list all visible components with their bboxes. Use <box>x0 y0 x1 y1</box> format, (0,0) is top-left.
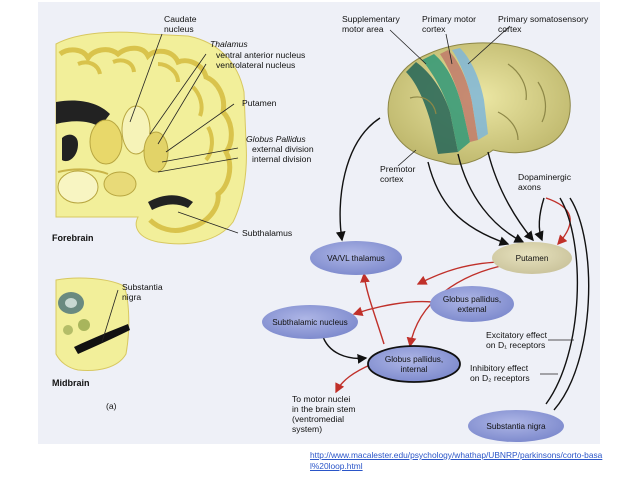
forebrain-section <box>55 31 247 245</box>
node-gp-internal: Globus pallidus, internal <box>367 345 461 383</box>
node-substantia-nigra: Substantia nigra <box>468 410 564 442</box>
forebrain-label: Forebrain <box>52 233 94 243</box>
putamen-label: Putamen <box>242 98 277 108</box>
dopaminergic-label-2: axons <box>518 182 541 192</box>
arrow-premotor-to-putamen <box>427 161 510 246</box>
node-subthalamic-label: Subthalamic nucleus <box>272 318 348 327</box>
arrow-dopaminergic-inhibitory <box>545 197 571 246</box>
node-substantia-nigra-label: Substantia nigra <box>486 422 546 431</box>
thalamus-line-2: ventrolateral nucleus <box>216 60 295 70</box>
basal-ganglia-diagram: Caudate nucleus Thalamus ventral anterio… <box>52 14 590 442</box>
substantia-label-2: nigra <box>122 292 141 302</box>
globus-line-2: internal division <box>252 154 311 164</box>
premotor-label-2: cortex <box>380 174 404 184</box>
excitatory-legend-2: on D₁ receptors <box>486 340 545 350</box>
arrow-gpi-to-brainstem <box>335 363 373 394</box>
legend-leader-lines <box>540 339 574 375</box>
globus-line-1: external division <box>252 144 314 154</box>
cortex-brain <box>387 42 571 165</box>
motor-nuclei-line-2: in the brain stem <box>292 404 356 414</box>
thalamus-title: Thalamus <box>210 39 248 49</box>
node-gp-internal-label-2: internal <box>401 365 428 374</box>
dopaminergic-label-1: Dopaminergic <box>518 172 572 182</box>
arrow-gpi-to-thalamus <box>360 272 385 345</box>
motor-nuclei-line-1: To motor nuclei <box>292 394 350 404</box>
inhibitory-legend-1: Inhibitory effect <box>470 363 529 373</box>
motor-nuclei-line-4: system) <box>292 424 322 434</box>
node-gp-external: Globus pallidus, external <box>430 286 514 322</box>
arrow-nigra-loop-inner <box>545 197 579 405</box>
arrow-cortex-to-thalamus <box>335 117 381 242</box>
caudate-label-2: nucleus <box>164 24 194 34</box>
primary-motor-label-1: Primary motor <box>422 14 476 24</box>
arrow-motor-to-putamen <box>457 153 525 243</box>
globus-title: Globus Pallidus <box>246 134 306 144</box>
arrow-subthalamic-to-gpi <box>321 333 368 364</box>
inhibitory-legend-2: on D₂ receptors <box>470 373 530 383</box>
node-va-vl-thalamus: VA/VL thalamus <box>310 241 402 275</box>
leader-lines-right <box>389 25 511 167</box>
supplementary-label-1: Supplementary <box>342 14 401 24</box>
source-link[interactable]: http://www.macalester.edu/psychology/wha… <box>310 450 603 471</box>
node-gp-external-label-2: external <box>457 305 486 314</box>
midbrain-section <box>55 277 130 371</box>
motor-nuclei-line-3: (ventromedial <box>292 414 344 424</box>
arrow-gpe-to-subthalamic <box>352 300 433 316</box>
substantia-label-1: Substantia <box>122 282 163 292</box>
primary-motor-label-2: cortex <box>422 24 446 34</box>
somatosensory-label-2: cortex <box>498 24 522 34</box>
node-putamen-label: Putamen <box>516 254 549 263</box>
arrow-dopaminergic-excitatory <box>534 197 545 242</box>
figure-panel: Caudate nucleus Thalamus ventral anterio… <box>38 2 600 444</box>
excitatory-legend-1: Excitatory effect <box>486 330 548 340</box>
panel-a-label: (a) <box>106 401 117 411</box>
midbrain-label: Midbrain <box>52 378 90 388</box>
node-va-vl-thalamus-label: VA/VL thalamus <box>327 254 385 263</box>
premotor-label-1: Premotor <box>380 164 415 174</box>
somatosensory-label-1: Primary somatosensory <box>498 14 589 24</box>
supplementary-label-2: motor area <box>342 24 384 34</box>
node-putamen: Putamen <box>492 242 572 274</box>
caudate-label-1: Caudate <box>164 14 197 24</box>
subthalamus-label: Subthalamus <box>242 228 292 238</box>
arrow-nigra-loop-outer <box>553 197 590 411</box>
node-subthalamic: Subthalamic nucleus <box>262 305 358 339</box>
arrow-somatosensory-to-putamen <box>487 151 534 242</box>
leader-lines-left <box>101 33 239 343</box>
thalamus-line-1: ventral anterior nucleus <box>216 50 305 60</box>
node-gp-external-label-1: Globus pallidus, <box>443 295 501 304</box>
node-gp-internal-label-1: Globus pallidus, <box>385 355 443 364</box>
